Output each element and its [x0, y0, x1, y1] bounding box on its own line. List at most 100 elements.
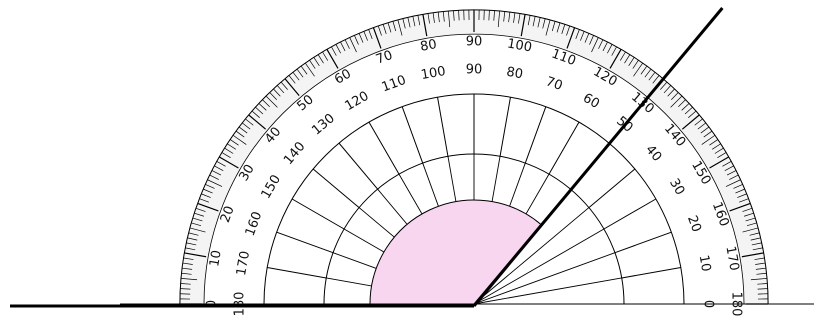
scale-tick [300, 65, 308, 75]
scale-tick [755, 262, 766, 265]
scale-tick [238, 126, 248, 134]
scale-tick [192, 217, 203, 222]
angle-ray [472, 7, 724, 307]
scale-tick [701, 135, 716, 145]
scale-tick [284, 78, 300, 97]
scale-label: 170 [722, 245, 741, 272]
scale-tick [322, 51, 329, 61]
scale-tick [432, 12, 435, 23]
scale-tick [611, 46, 617, 56]
scale-tick [726, 170, 737, 176]
scale-tick [742, 227, 759, 233]
scale-tick [757, 288, 768, 290]
scale-tick [663, 85, 671, 94]
scale-tick [752, 247, 763, 251]
radial-line [524, 106, 547, 164]
scale-tick [227, 143, 237, 150]
scale-tick [633, 62, 643, 77]
scale-tick [750, 237, 761, 241]
scale-tick [737, 193, 747, 198]
scale-tick [242, 122, 251, 130]
scale-tick [537, 17, 541, 28]
scale-tick [488, 10, 490, 21]
scale-tick [232, 135, 247, 145]
scale-label: 20 [684, 214, 704, 235]
scale-tick [493, 10, 495, 21]
scale-label: 90 [466, 35, 483, 50]
scale-tick [216, 161, 226, 167]
scale-tick [729, 174, 739, 180]
scale-tick [199, 198, 209, 203]
scale-tick [182, 267, 193, 270]
scale-tick [703, 130, 713, 138]
scale-tick [221, 152, 231, 159]
scale-tick [754, 257, 765, 260]
scale-tick [688, 110, 697, 118]
scale-tick [181, 272, 192, 275]
radial-line [588, 168, 636, 208]
scale-tick [201, 193, 211, 198]
scale-tick [602, 41, 608, 52]
scale-tick [755, 267, 766, 270]
radial-line [473, 207, 590, 305]
scale-tick [624, 54, 631, 64]
scale-tick [513, 12, 516, 23]
scale-label: 140 [281, 139, 308, 168]
scale-tick [309, 60, 316, 69]
scale-tick [255, 107, 264, 115]
scale-label: 80 [419, 37, 438, 55]
radial-line [614, 231, 672, 254]
angle-sector [369, 199, 542, 305]
scale-tick [340, 41, 346, 52]
scale-tick [184, 252, 207, 258]
scale-tick [520, 14, 526, 37]
scale-tick [258, 103, 267, 111]
scale-tick [205, 184, 215, 189]
scale-tick [667, 88, 675, 97]
scale-label: 70 [374, 48, 395, 68]
scale-label: 60 [580, 91, 602, 112]
scale-tick [735, 188, 745, 194]
scale-label: 10 [207, 249, 225, 268]
scale-tick [724, 165, 734, 171]
scale-tick [580, 31, 585, 41]
scale-tick [412, 16, 416, 27]
scale-tick [392, 21, 397, 32]
scale-tick [265, 95, 278, 108]
radial-line [621, 267, 681, 279]
scale-tick [725, 179, 741, 187]
radial-line [499, 97, 511, 157]
scale-tick [248, 114, 267, 130]
protractor-ticks [180, 10, 768, 305]
scale-label: 80 [505, 65, 524, 83]
scale-tick [189, 227, 206, 233]
scale-tick [331, 46, 337, 56]
radial-line [338, 142, 378, 190]
scale-tick [458, 10, 460, 21]
scale-tick [214, 165, 224, 171]
scale-tick [368, 29, 373, 39]
scale-tick [697, 122, 706, 130]
scale-tick [566, 25, 571, 36]
scale-tick [743, 212, 754, 217]
radial-line [473, 277, 622, 305]
scale-tick [191, 222, 202, 227]
scale-tick [497, 11, 500, 28]
scale-tick [652, 75, 660, 84]
scale-label: 100 [506, 36, 533, 55]
scale-tick [746, 222, 757, 227]
scale-tick [671, 92, 679, 100]
scale-tick [591, 37, 599, 53]
scale-tick [527, 15, 531, 26]
scale-tick [358, 33, 364, 43]
scale-tick [709, 156, 729, 169]
scale-tick [277, 85, 285, 94]
scale-tick [382, 24, 387, 35]
scale-tick [437, 12, 440, 23]
scale-tick [187, 237, 198, 241]
scale-tick [186, 242, 197, 246]
scale-tick [363, 31, 368, 41]
scale-tick [448, 11, 451, 28]
radial-line [291, 198, 345, 230]
scale-label: 10 [696, 254, 714, 273]
